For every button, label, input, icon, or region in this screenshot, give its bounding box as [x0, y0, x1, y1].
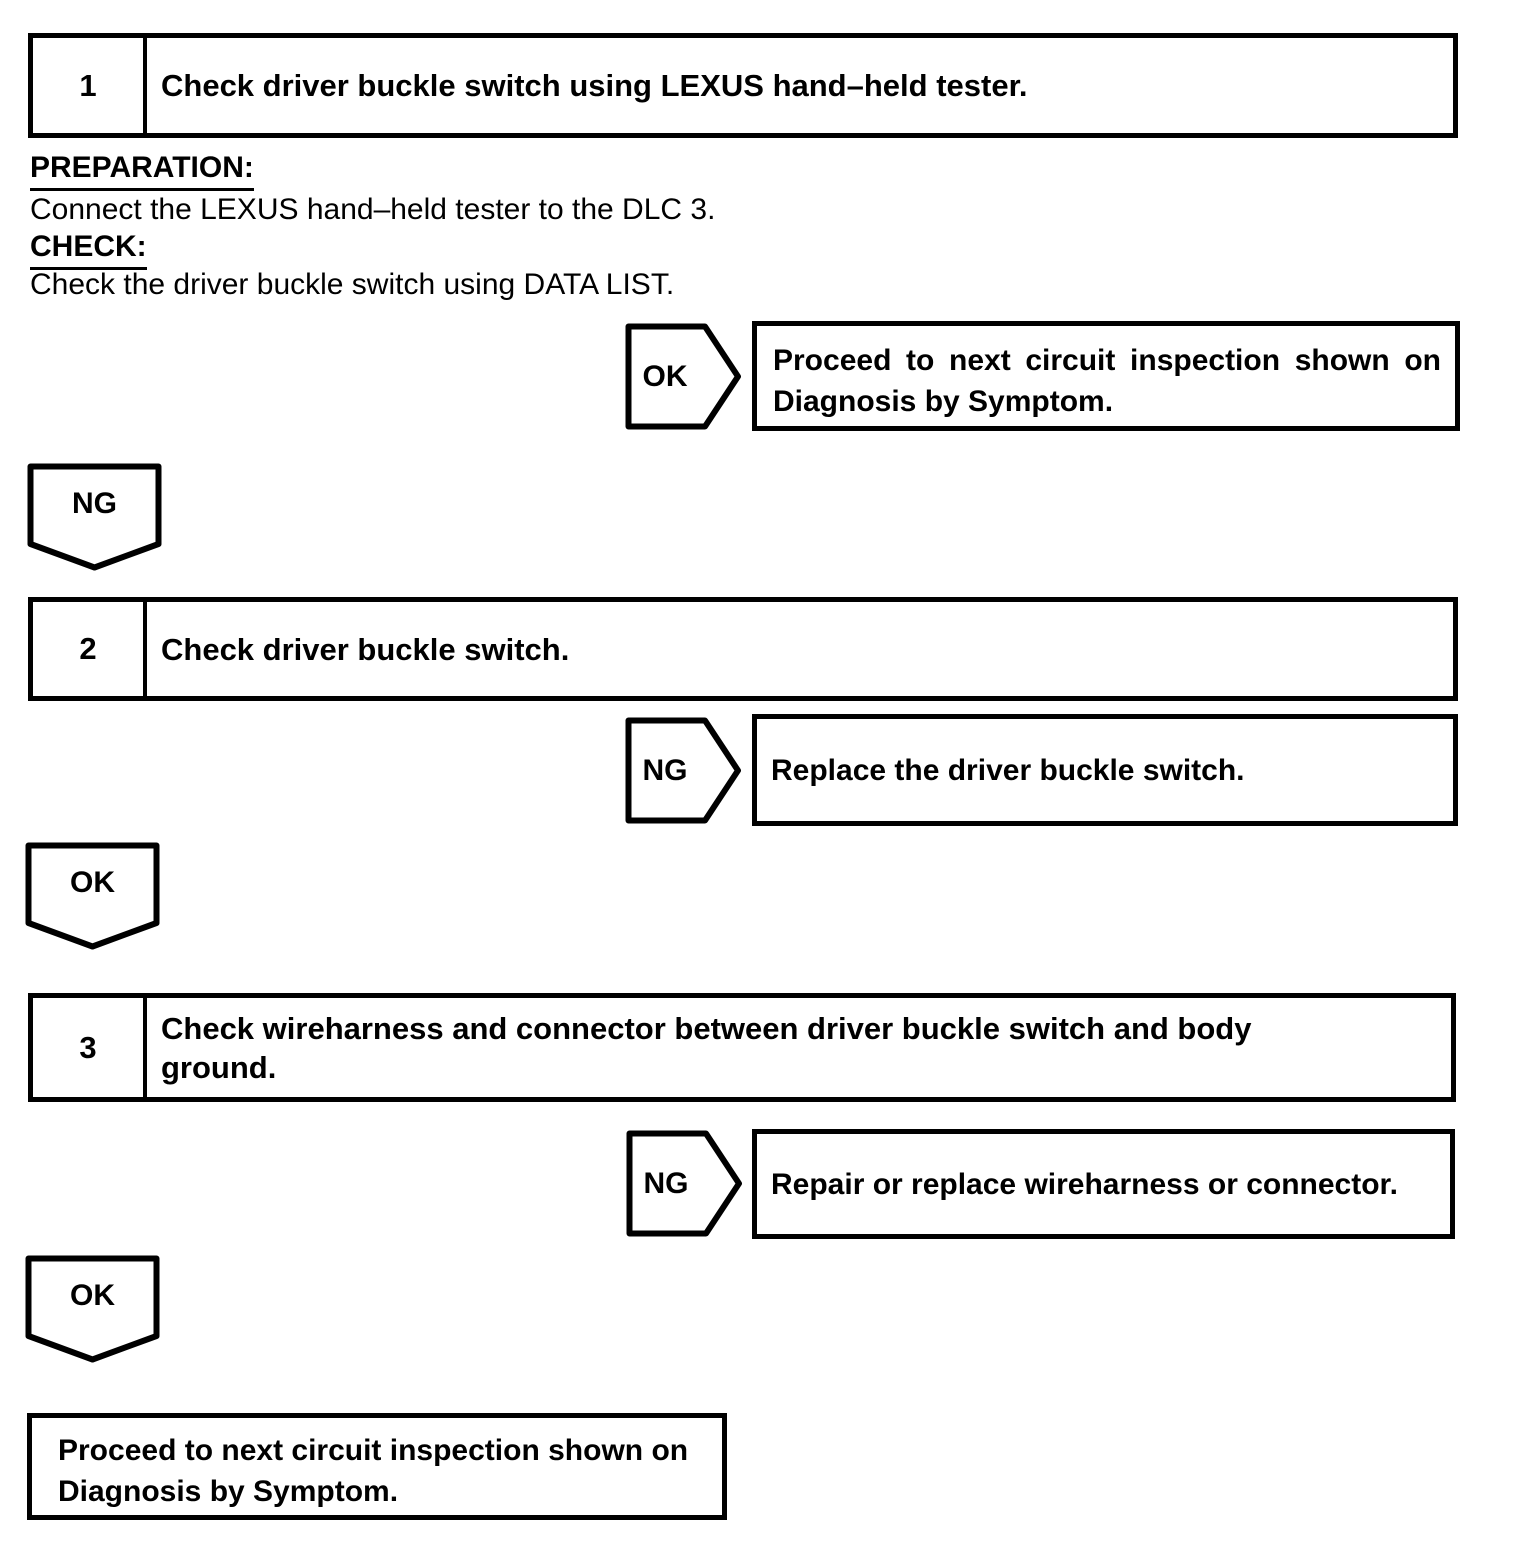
- step-3-title-cell: Check wireharness and connector between …: [147, 998, 1451, 1097]
- step-1-ok-connector: OK: [625, 323, 742, 430]
- step-3-ok-label: OK: [70, 1279, 115, 1312]
- step-2-ng-label: NG: [642, 753, 688, 787]
- step-2-ok-connector: OK: [25, 842, 160, 950]
- ok-right-arrow-icon: [625, 323, 741, 430]
- step-2-box: 2 Check driver buckle switch.: [28, 597, 1458, 701]
- step-3-ng-connector: NG: [626, 1130, 743, 1237]
- step-3-ng-label: NG: [643, 1166, 689, 1200]
- step-3-ng-result-box: Repair or replace wireharness or connect…: [752, 1129, 1455, 1239]
- step-2-ok-label: OK: [70, 866, 115, 899]
- preparation-text: Connect the LEXUS hand–held tester to th…: [30, 193, 716, 226]
- step-1-ng-connector: NG: [27, 463, 162, 571]
- preparation-heading-line: PREPARATION:: [30, 150, 254, 191]
- ng-right-arrow-icon: [625, 717, 741, 824]
- step-1-ok-label: OK: [642, 359, 688, 393]
- check-heading-line: CHECK:: [30, 229, 147, 270]
- step-3-title: Check wireharness and connector between …: [161, 1010, 1252, 1085]
- final-result-box: Proceed to next circuit inspection shown…: [27, 1413, 727, 1520]
- step-2-title: Check driver buckle switch.: [161, 631, 570, 667]
- step-1-box: 1 Check driver buckle switch using LEXUS…: [28, 33, 1458, 138]
- ok-down-arrow-icon: [25, 842, 160, 950]
- step-3-box: 3 Check wireharness and connector betwee…: [28, 993, 1456, 1102]
- step-1-title: Check driver buckle switch using LEXUS h…: [161, 68, 1028, 103]
- step-1-number: 1: [33, 38, 147, 133]
- step-3-number: 3: [33, 998, 147, 1097]
- step-1-ok-result-box: Proceed to next circuit inspection shown…: [752, 321, 1460, 431]
- check-label: CHECK:: [30, 229, 147, 270]
- step-2-ng-connector: NG: [625, 717, 742, 824]
- step-2-ng-result-box: Replace the driver buckle switch.: [752, 714, 1458, 826]
- check-text: Check the driver buckle switch using DAT…: [30, 268, 675, 301]
- step-2-title-cell: Check driver buckle switch.: [147, 602, 1453, 696]
- step-1-title-cell: Check driver buckle switch using LEXUS h…: [147, 38, 1453, 133]
- ng-down-arrow-icon: [27, 463, 162, 571]
- ok-down-arrow-icon: [25, 1255, 160, 1363]
- ng-right-arrow-icon: [626, 1130, 742, 1237]
- step-3-ok-connector: OK: [25, 1255, 160, 1363]
- preparation-label: PREPARATION:: [30, 150, 254, 191]
- step-1-ng-label: NG: [72, 487, 117, 520]
- step-2-number: 2: [33, 602, 147, 696]
